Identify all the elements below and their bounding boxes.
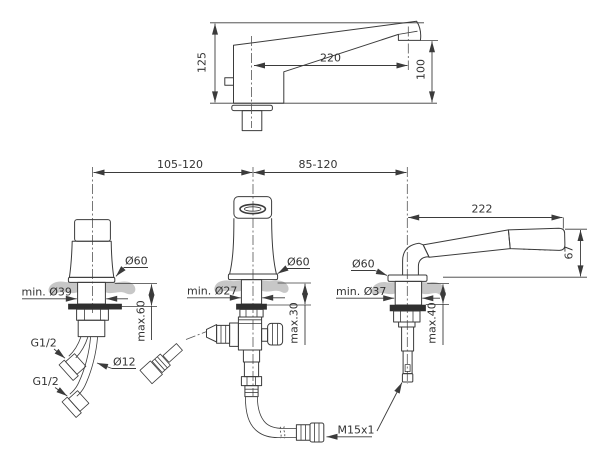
holder-elbow-outer: [402, 242, 424, 275]
hose-adapter-rings: [244, 385, 259, 398]
diverter-threaded-shank: [240, 279, 263, 305]
valve-right-port-neck: [261, 328, 269, 342]
handle-inlet-b-label: G1/2: [33, 375, 59, 388]
diverter-min-hole: min. Ø27: [187, 285, 237, 298]
deck-break-right: [261, 280, 289, 293]
handle-escutcheon-dia: Ø60: [125, 255, 148, 268]
spout-outline: [233, 20, 422, 104]
diverter-max-deck: max.30: [288, 302, 301, 343]
diverter-unit: Ø60 min. Ø27 max.30 M15x1: [187, 196, 403, 443]
handle-escutcheon: [67, 276, 116, 283]
holder-min-hole: min. Ø37: [336, 285, 386, 298]
hose-end-rings: [295, 424, 311, 441]
hole-spacing-dimensions: 105-120 85-120: [92, 158, 408, 396]
handle-lower-shank: [77, 319, 106, 338]
holder-neck: [398, 321, 416, 328]
diverter-knob-slot: [239, 203, 267, 215]
deck-break-right: [105, 281, 136, 295]
spout-base-flange: [231, 104, 273, 112]
diverter-washer: [236, 303, 267, 310]
diverter-escutcheon-dia: Ø60: [287, 256, 310, 269]
inlet-fitting-a: [58, 353, 87, 381]
handle-valve-unit: Ø60 min. Ø39 max.60 G1/2 G1/2 Ø12: [22, 219, 207, 418]
hose-end-nut: [309, 422, 325, 443]
inlet-pipe-a: [68, 336, 82, 357]
handle-threaded-shank: [77, 281, 106, 305]
holder-escutcheon-dia: Ø60: [352, 258, 375, 271]
spout-side-view: 125 220 100: [196, 20, 438, 132]
diverter-locknut: [239, 308, 264, 318]
spout-side-nub: [224, 77, 234, 86]
handle-washer: [68, 303, 122, 310]
leader-hose-thread-b: [376, 382, 403, 432]
dim-spacing-left: 105-120: [157, 158, 203, 171]
dim-spacing-right: 85-120: [299, 158, 338, 171]
inlet-fitting-b: [61, 390, 90, 418]
deck-break-left: [214, 280, 242, 293]
hose-break-mark: [279, 426, 282, 439]
hose-thread-label: M15x1: [338, 424, 375, 437]
deck-break-left: [371, 281, 396, 296]
shower-hose: [245, 396, 297, 438]
valve-right-port-nut: [267, 322, 284, 346]
handle-min-hole: min. Ø39: [22, 286, 72, 299]
valve-lower-thread: [242, 349, 261, 363]
hose-connection-nut: [240, 376, 263, 387]
hand-shower-handle: [422, 229, 511, 258]
handle-pipe-dia: Ø12: [113, 356, 136, 369]
valve-left-port-cone: [206, 324, 218, 343]
holder-locknut: [393, 310, 421, 323]
holder-max-deck: max.40: [426, 302, 439, 343]
handle-body: [68, 240, 115, 278]
valve-lower-column: [243, 361, 260, 378]
holder-washer: [389, 304, 426, 312]
diverter-valve-body: [237, 316, 263, 351]
leader-handle-escutcheon: [115, 266, 126, 277]
leader-holder-escutcheon: [374, 268, 388, 276]
detached-connector: [139, 343, 183, 385]
handle-inlet-a-label: G1/2: [31, 337, 57, 350]
holder-end-cap: [401, 373, 414, 383]
dim-spout-height: 125: [196, 52, 209, 73]
valve-left-port-rings: [216, 324, 231, 344]
spout-threaded-shank: [241, 110, 263, 132]
dim-spout-reach: 220: [320, 52, 341, 65]
shower-height: 67: [563, 246, 576, 260]
diverter-knob: [233, 196, 273, 219]
deck-break-right: [421, 281, 446, 296]
hand-shower-head: [507, 227, 566, 251]
handle-max-deck: max.60: [135, 300, 148, 341]
inlet-pipe-b: [69, 336, 91, 395]
holder-threaded-shank: [394, 280, 423, 306]
holder-elbow-inner: [417, 256, 430, 275]
leader-diverter-escutcheon: [277, 265, 289, 274]
connector-axis: [185, 331, 207, 340]
deck-break-left: [48, 281, 78, 295]
hand-shower-unit: 222 67 Ø60 min. Ø37 max.40: [336, 203, 587, 383]
valve-left-port-nut: [229, 322, 239, 347]
dim-outlet-height: 100: [415, 59, 428, 80]
shower-length: 222: [472, 203, 493, 216]
